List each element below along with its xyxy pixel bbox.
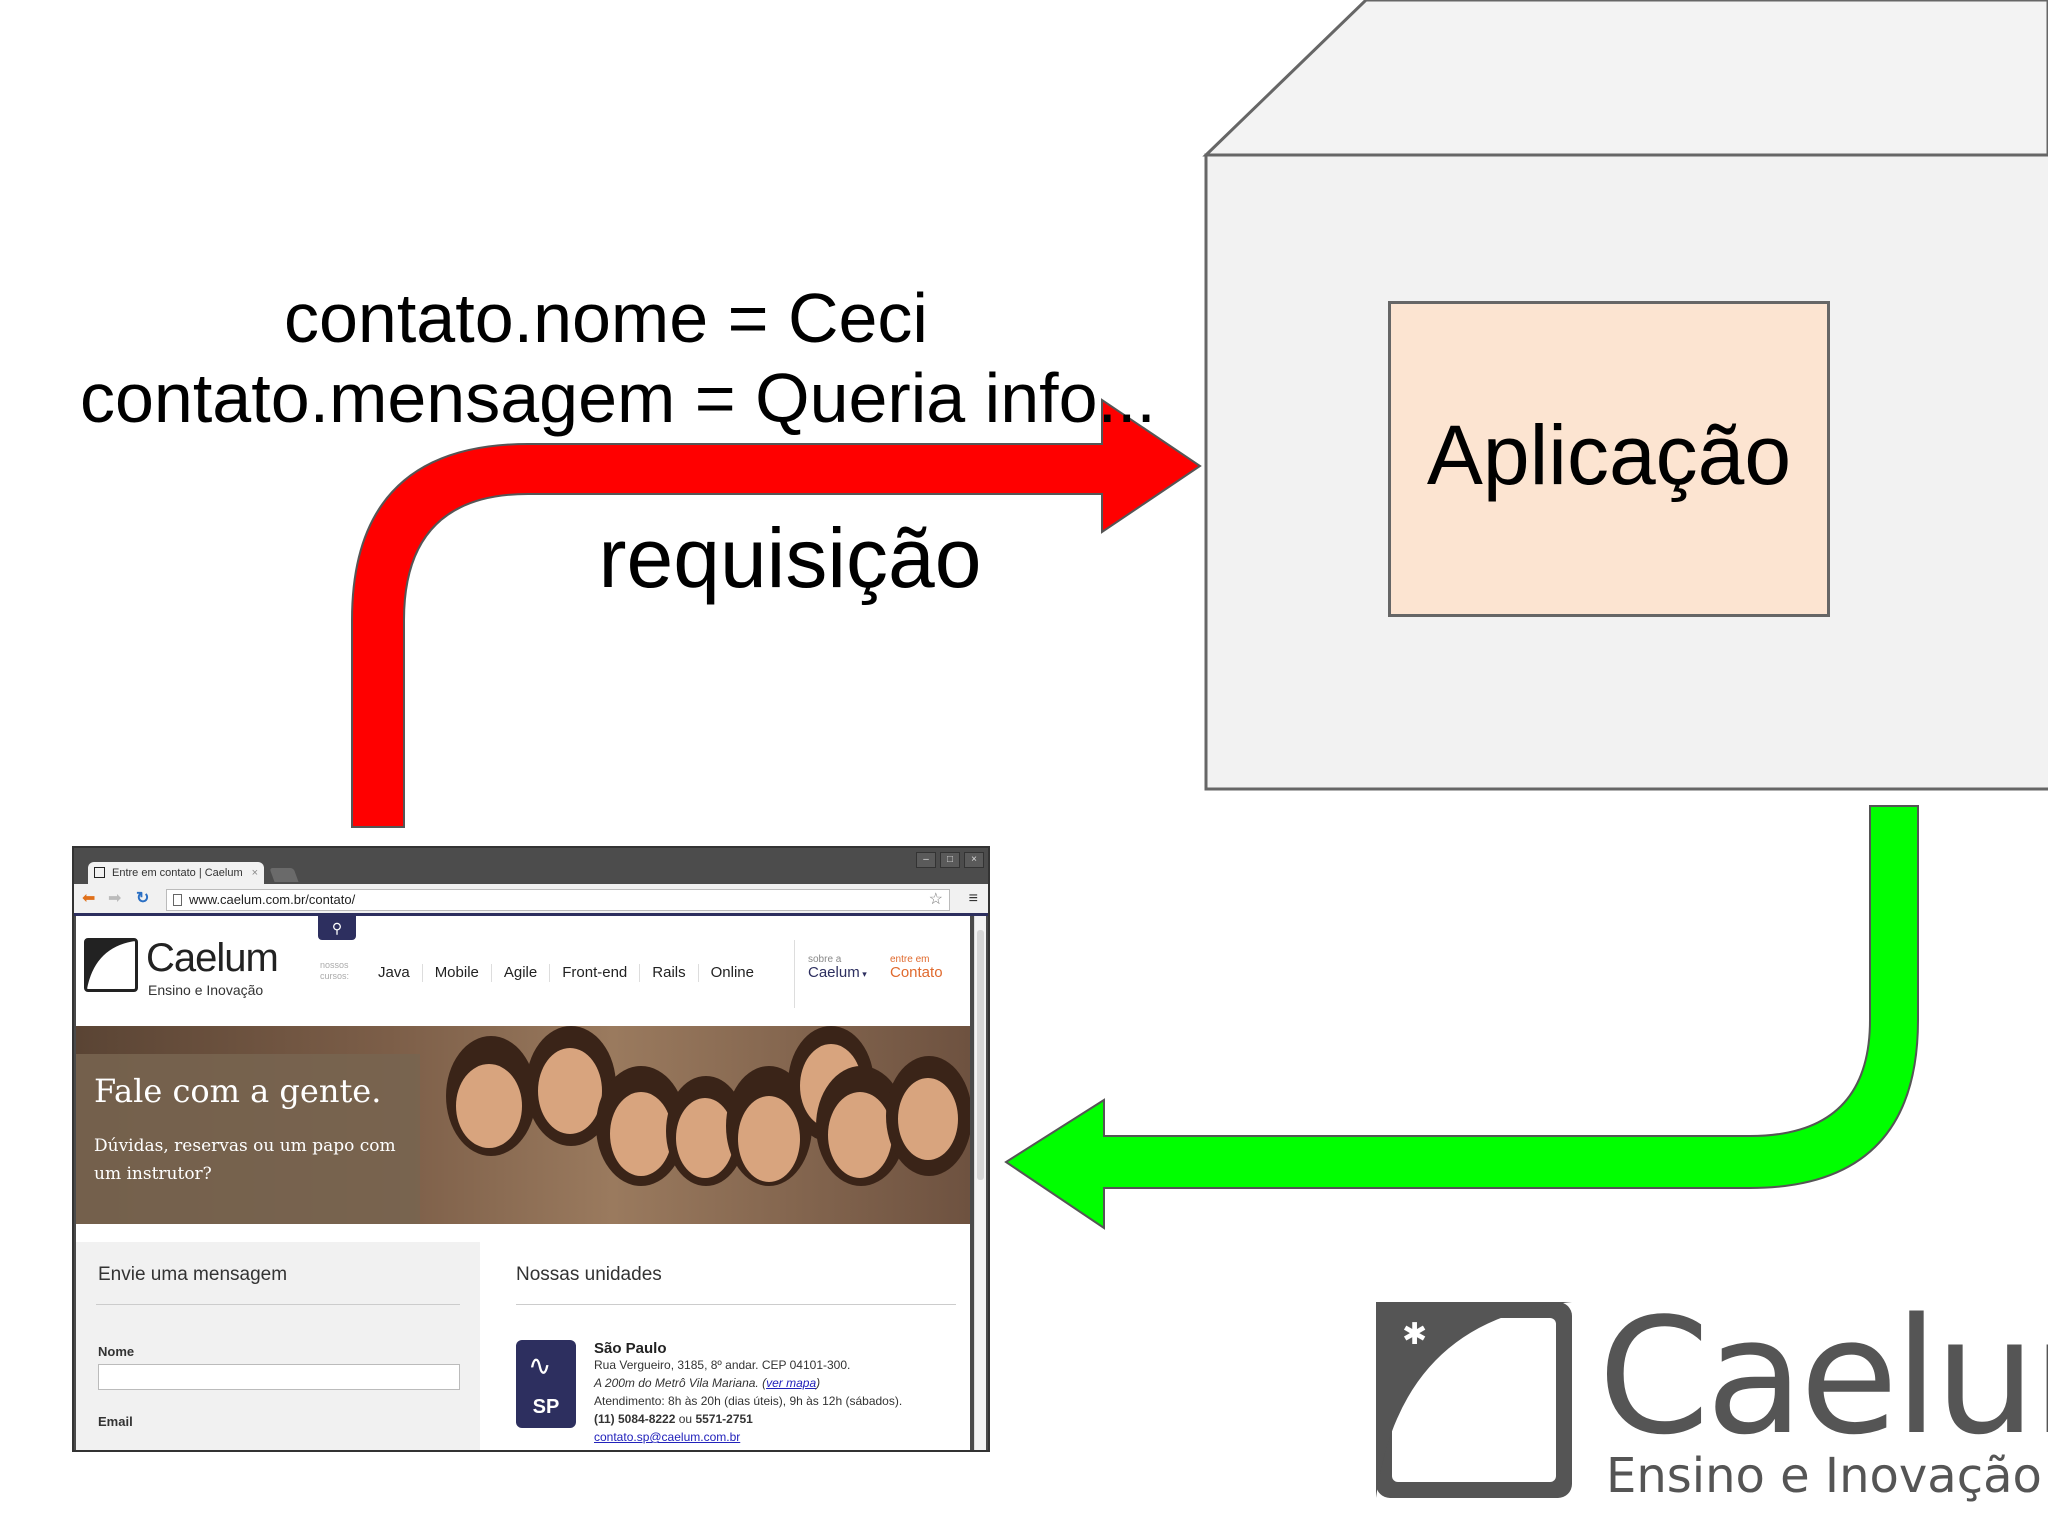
wave-icon: ∿ [528, 1350, 552, 1381]
browser-titlebar: Entre em contato | Caelum × – □ × [74, 848, 988, 884]
hero-banner: Fale com a gente. Dúvidas, reservas ou u… [76, 1026, 970, 1224]
maximize-button[interactable]: □ [940, 852, 960, 868]
unidades-title: Nossas unidades [516, 1264, 662, 1285]
sp-badge-label: SP [532, 1396, 560, 1418]
response-arrow [1004, 805, 1919, 1230]
contato-prefix: entre em [890, 954, 930, 965]
unit-metro: A 200m do Metrô Vila Mariana. [594, 1376, 759, 1390]
tab-close-icon[interactable]: × [251, 867, 258, 879]
application-box: Aplicação [1388, 301, 1830, 617]
hero-photo-face [738, 1096, 800, 1182]
hero-photo-face [610, 1092, 672, 1176]
request-label: requisição [598, 511, 982, 605]
scrollbar-thumb[interactable] [977, 930, 984, 1180]
hero-title: Fale com a gente. [94, 1072, 382, 1110]
nome-label: Nome [98, 1344, 135, 1359]
minimize-button[interactable]: – [916, 852, 936, 868]
new-tab-button[interactable] [269, 868, 299, 882]
map-link[interactable]: ver mapa [766, 1376, 817, 1390]
course-nav: Java Mobile Agile Front-end Rails Online [366, 964, 766, 982]
hero-photo-face [676, 1098, 734, 1178]
hero-subtitle: Dúvidas, reservas ou um papo com um inst… [94, 1136, 396, 1184]
email-label: Email [98, 1414, 133, 1429]
web-page: ⚲ Caelum Ensino e Inovação nossos cursos… [76, 916, 970, 1450]
brand-name: Caelum [1598, 1283, 2048, 1470]
caelum-logo-mark: ✱ [1376, 1302, 1572, 1498]
nav-label-text: nossos cursos: [320, 960, 350, 981]
arrow-left-icon[interactable]: ⬅ [82, 890, 96, 907]
hero-photo-face [456, 1064, 522, 1148]
arrow-right-icon[interactable]: ➡ [108, 890, 122, 907]
sp-badge: ∿ SP [516, 1340, 576, 1428]
address-url: www.caelum.com.br/contato/ [189, 892, 356, 907]
request-arrow [351, 398, 1202, 828]
hero-photo-face [828, 1092, 892, 1178]
nome-input[interactable] [98, 1364, 460, 1390]
request-param-mensagem: contato.mensagem = Queria info... [80, 359, 1156, 437]
unidades-divider [516, 1304, 956, 1305]
sobre-caelum-label: Caelum [808, 964, 860, 981]
contato-link[interactable]: Contato [890, 964, 943, 981]
scrollbar[interactable] [974, 916, 986, 1450]
menu-icon[interactable]: ≡ [968, 890, 978, 907]
nav-item-online[interactable]: Online [710, 964, 754, 981]
hero-photo-face [538, 1048, 602, 1134]
sobre-caelum-link[interactable]: Caelum ▾ [808, 964, 867, 981]
brand-tagline: Ensino e Inovação [1606, 1448, 2042, 1504]
sobre-caelum-prefix: sobre a [808, 954, 842, 965]
contact-form-panel: Envie uma mensagem Nome Email [76, 1242, 480, 1450]
star-icon[interactable]: ☆ [928, 891, 943, 908]
unit-phone-1: (11) 5084-8222 [594, 1412, 676, 1426]
chevron-down-icon: ▾ [859, 969, 867, 979]
tab-title: Entre em contato | Caelum [112, 867, 243, 879]
application-label: Aplicação [1426, 407, 1792, 502]
nav-label: nossos cursos: [320, 960, 360, 982]
nav-divider [794, 940, 795, 1008]
server-box-top [1202, 0, 2048, 157]
unit-phone-2: 5571-2751 [695, 1412, 753, 1426]
form-title: Envie uma mensagem [98, 1264, 288, 1285]
site-logo-name[interactable]: Caelum [146, 936, 279, 980]
site-logo-swoosh [87, 941, 135, 989]
browser-window: Entre em contato | Caelum × – □ × ⬅ ➡ ↻ … [72, 846, 990, 1452]
close-window-button[interactable]: × [964, 852, 984, 868]
request-param-nome: contato.nome = Ceci [284, 279, 928, 357]
unit-phone-sep: ou [678, 1412, 693, 1426]
nav-item-rails[interactable]: Rails [640, 964, 699, 982]
hero-photo-face [898, 1078, 958, 1160]
site-logo-tagline: Ensino e Inovação [148, 982, 264, 998]
unit-hours: Atendimento: 8h às 20h (dias úteis), 9h … [594, 1394, 903, 1408]
favicon-icon [94, 867, 105, 878]
unit-email-link[interactable]: contato.sp@caelum.com.br [594, 1430, 741, 1444]
browser-tab[interactable]: Entre em contato | Caelum × [88, 862, 264, 884]
nav-item-agile[interactable]: Agile [492, 964, 551, 982]
address-bar[interactable]: www.caelum.com.br/contato/ ☆ [166, 889, 950, 911]
unit-city: São Paulo [594, 1340, 667, 1357]
nav-item-mobile[interactable]: Mobile [423, 964, 492, 982]
unit-phones: (11) 5084-8222 ou 5571-2751 [594, 1412, 753, 1426]
nav-item-java[interactable]: Java [366, 964, 423, 982]
hero-overlay [76, 1054, 420, 1224]
nav-item-front-end[interactable]: Front-end [550, 964, 641, 982]
site-logo-icon[interactable] [84, 938, 138, 992]
unit-metro-line: A 200m do Metrô Vila Mariana. (ver mapa) [594, 1376, 821, 1390]
unit-address: Rua Vergueiro, 3185, 8º andar. CEP 04101… [594, 1358, 851, 1372]
form-divider [96, 1304, 460, 1305]
svg-text:✱: ✱ [1402, 1317, 1427, 1352]
page-icon [173, 894, 182, 906]
site-header: ⚲ Caelum Ensino e Inovação nossos cursos… [76, 916, 970, 1022]
reload-icon[interactable]: ↻ [136, 890, 150, 907]
search-icon[interactable]: ⚲ [318, 916, 356, 940]
browser-toolbar: ⬅ ➡ ↻ www.caelum.com.br/contato/ ☆ ≡ [74, 884, 988, 916]
